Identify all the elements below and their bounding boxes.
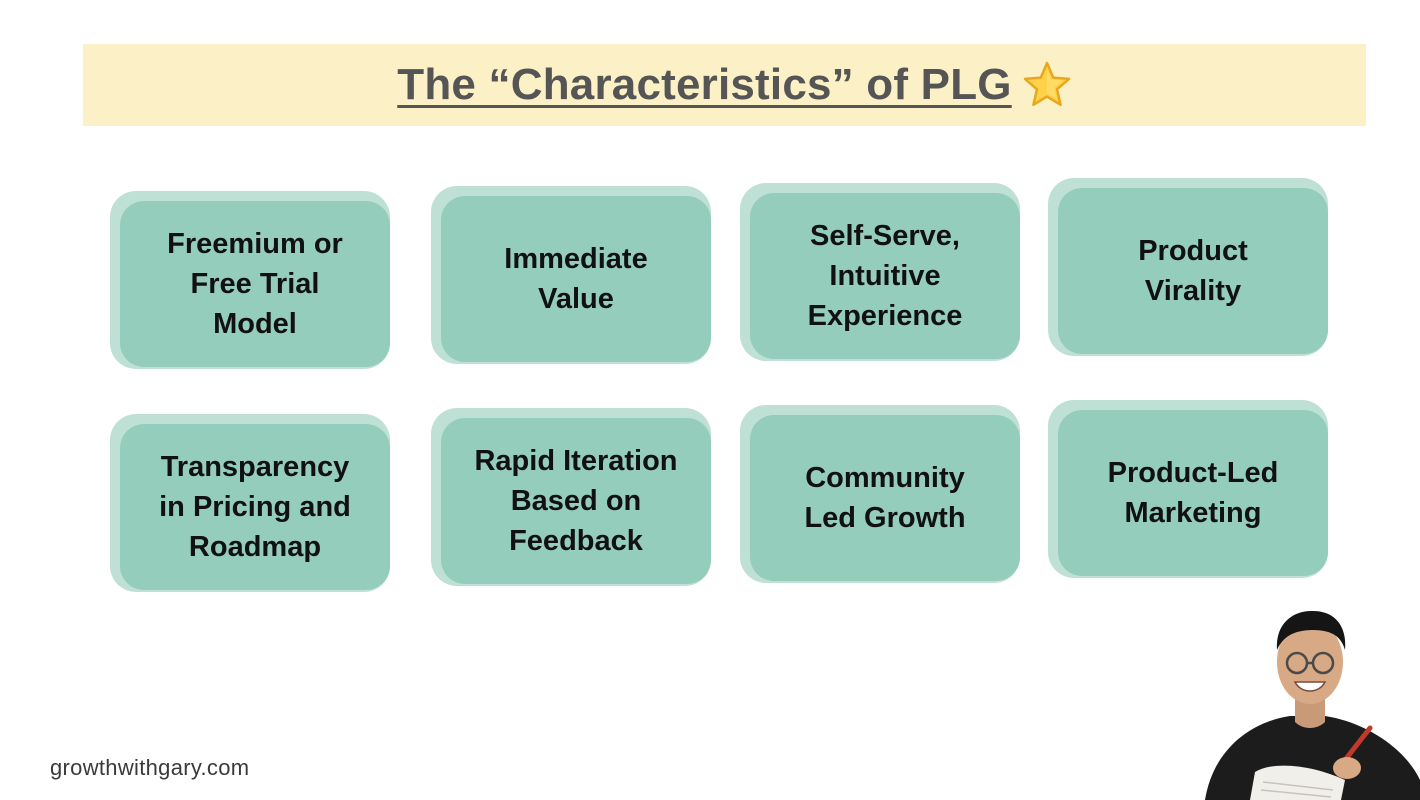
card-face: Self-Serve, Intuitive Experience bbox=[750, 193, 1020, 359]
star-icon bbox=[1023, 61, 1070, 107]
card-label: Community Led Growth bbox=[804, 462, 966, 534]
presenter-webcam bbox=[1205, 610, 1420, 800]
card-product-virality: Product Virality bbox=[1048, 178, 1328, 356]
card-face: Rapid Iteration Based on Feedback bbox=[441, 418, 711, 584]
card-label: Transparency in Pricing and Roadmap bbox=[159, 451, 351, 563]
card-label: Rapid Iteration Based on Feedback bbox=[474, 445, 678, 557]
card-face: Product-Led Marketing bbox=[1058, 410, 1328, 576]
card-rapid-iteration: Rapid Iteration Based on Feedback bbox=[431, 408, 711, 586]
card-freemium: Freemium or Free Trial Model bbox=[110, 191, 390, 369]
card-face: Immediate Value bbox=[441, 196, 711, 362]
card-face: Freemium or Free Trial Model bbox=[120, 201, 390, 367]
card-face: Transparency in Pricing and Roadmap bbox=[120, 424, 390, 590]
card-face: Community Led Growth bbox=[750, 415, 1020, 581]
card-label: Immediate Value bbox=[504, 243, 648, 315]
card-label: Product-Led Marketing bbox=[1107, 457, 1279, 529]
title-banner: The “Characteristics” of PLG bbox=[83, 44, 1366, 126]
card-product-led-marketing: Product-Led Marketing bbox=[1048, 400, 1328, 578]
card-self-serve: Self-Serve, Intuitive Experience bbox=[740, 183, 1020, 361]
card-transparency: Transparency in Pricing and Roadmap bbox=[110, 414, 390, 592]
card-label: Freemium or Free Trial Model bbox=[167, 228, 343, 340]
card-community-led: Community Led Growth bbox=[740, 405, 1020, 583]
card-label: Self-Serve, Intuitive Experience bbox=[807, 220, 963, 332]
card-label: Product Virality bbox=[1138, 235, 1248, 307]
footer-website: growthwithgary.com bbox=[50, 755, 250, 780]
slide-title: The “Characteristics” of PLG bbox=[397, 60, 1012, 109]
title-wrap: The “Characteristics” of PLG bbox=[397, 60, 1071, 110]
card-face: Product Virality bbox=[1058, 188, 1328, 354]
card-immediate-value: Immediate Value bbox=[431, 186, 711, 364]
